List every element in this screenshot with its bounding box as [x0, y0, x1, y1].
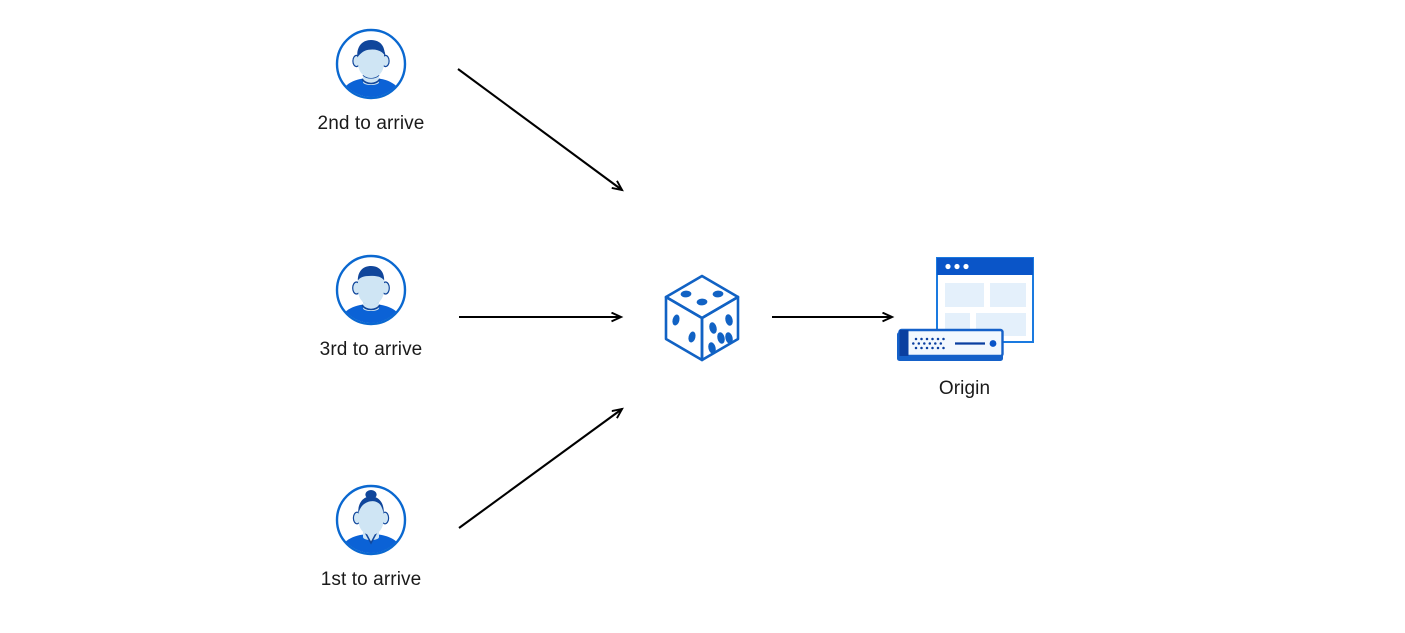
user-avatar-icon — [335, 254, 407, 326]
dice-icon — [660, 272, 744, 364]
node-label-origin: Origin — [938, 378, 991, 399]
origin-server-icon — [893, 256, 1036, 366]
server-device — [897, 328, 1004, 361]
arrow-2nd-to-dice — [457, 68, 622, 190]
user-avatar-icon — [335, 28, 407, 100]
arrow-1st-to-dice — [458, 409, 622, 529]
node-label-client-2nd: 2nd to arrive — [317, 113, 425, 134]
node-client-2nd[interactable]: 2nd to arrive — [301, 28, 441, 136]
node-origin[interactable]: Origin — [893, 256, 1036, 401]
node-label-client-1st: 1st to arrive — [320, 569, 422, 590]
node-client-1st[interactable]: 1st to arrive — [301, 484, 441, 592]
node-label-client-3rd: 3rd to arrive — [319, 339, 423, 360]
node-client-3rd[interactable]: 3rd to arrive — [301, 254, 441, 362]
browser-window — [936, 257, 1034, 343]
user-avatar-icon — [335, 484, 407, 556]
node-randomizer[interactable] — [660, 272, 744, 364]
